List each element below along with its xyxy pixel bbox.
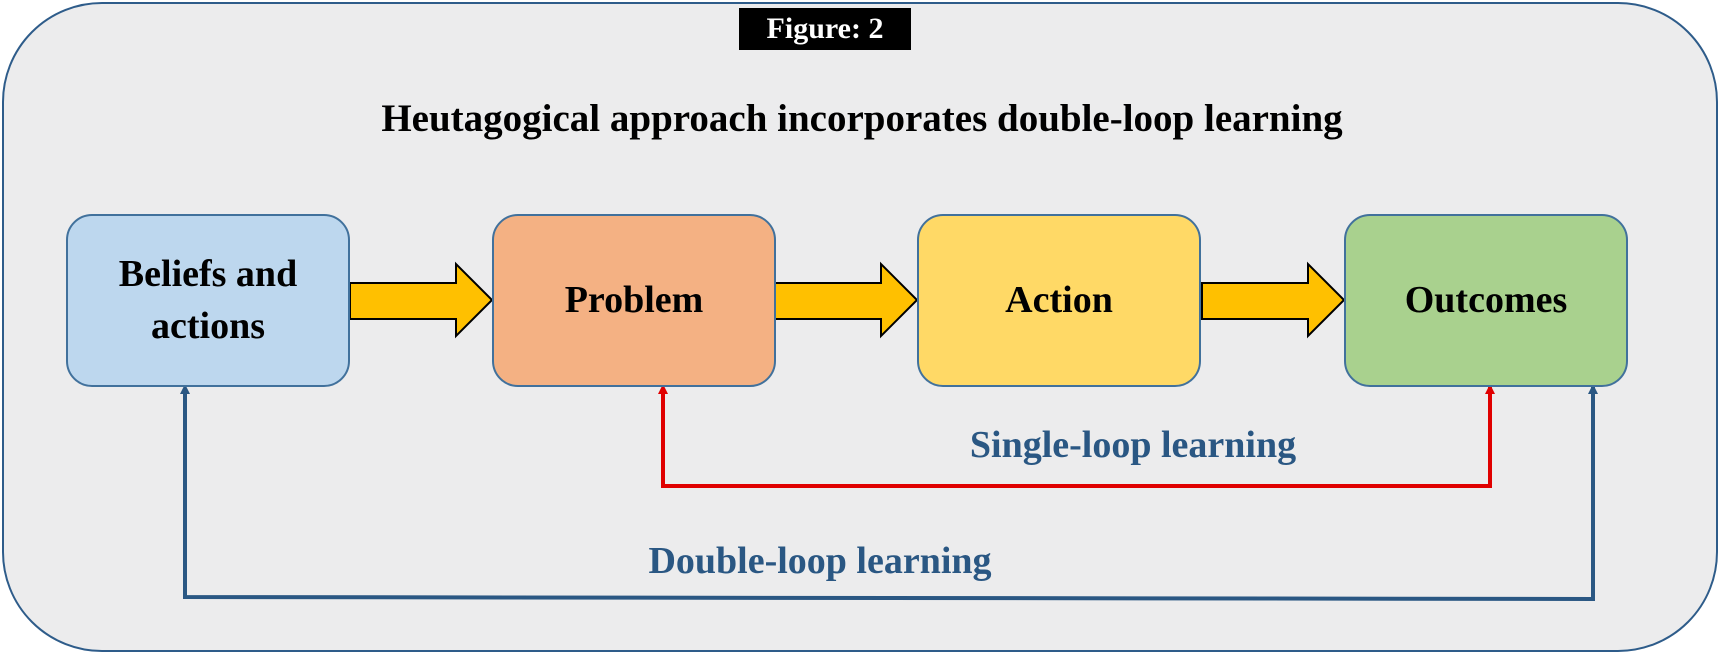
double-loop-label: Double-loop learning [648,540,992,582]
diagram-title: Heutagogical approach incorporates doubl… [381,97,1343,140]
single-loop-arrowhead-icon [658,384,668,394]
double-loop-arrowhead-icon [180,384,190,394]
box-beliefs-and-actions: Beliefs and actions [66,214,350,387]
box-action: Action [917,214,1201,387]
box-problem: Problem [492,214,776,387]
flow-arrows [349,261,1346,339]
box-outcomes: Outcomes [1344,214,1628,387]
single-loop-label: Single-loop learning [969,424,1297,466]
single-loop-line [661,387,1492,488]
arrow-action-to-outcomes [1201,261,1346,339]
arrow-beliefs-to-problem [349,261,494,339]
figure-label: Figure: 2 [739,8,911,50]
double-loop-tail-arrowhead-icon [1588,384,1598,394]
double-loop-line [183,387,1595,602]
arrow-problem-to-action [774,261,919,339]
single-loop-tail-arrowhead-icon [1485,384,1495,394]
